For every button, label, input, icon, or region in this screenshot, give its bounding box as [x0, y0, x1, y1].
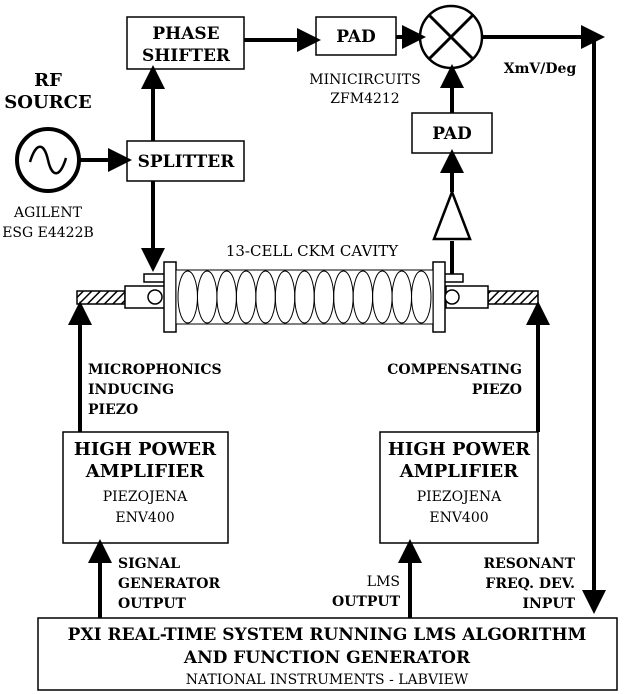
pad-right-label: PAD: [432, 124, 472, 144]
minicircuits-label-1: MINICIRCUITS: [309, 72, 420, 88]
lms-output-label-1: LMS: [367, 574, 400, 590]
rf-source-label-1: RF: [34, 70, 62, 91]
cavity-label: 13-CELL CKM CAVITY: [226, 242, 399, 260]
pxi-title-1: PXI REAL-TIME SYSTEM RUNNING LMS ALGORIT…: [68, 625, 587, 645]
agilent-label-1: AGILENT: [13, 205, 83, 221]
pxi-title-2: AND FUNCTION GENERATOR: [183, 648, 471, 668]
phase-shifter-label-2: SHIFTER: [142, 46, 231, 66]
phase-shifter-label-1: PHASE: [152, 24, 219, 44]
pxi-block: PXI REAL-TIME SYSTEM RUNNING LMS ALGORIT…: [37, 617, 618, 691]
mic-piezo-label-3: PIEZO: [88, 402, 138, 418]
amp-right-title-1: HIGH POWER: [388, 439, 531, 460]
comp-piezo-label-2: PIEZO: [472, 382, 522, 398]
rf-source: RF SOURCE AGILENT ESG E4422B: [2, 70, 94, 241]
pad-right-block: PAD: [411, 112, 493, 154]
amp-left-sub-1: PIEZOJENA: [103, 489, 188, 505]
mic-piezo-label-2: INDUCING: [88, 382, 174, 398]
amp-left-sub-2: ENV400: [115, 510, 174, 526]
agilent-label-2: ESG E4422B: [2, 225, 94, 241]
amp-left-title-2: AMPLIFIER: [85, 461, 205, 482]
bellows-cavity-icon: [76, 261, 539, 333]
sig-gen-label-1: SIGNAL: [118, 556, 180, 572]
amp-right-sub-2: ENV400: [429, 510, 488, 526]
comp-piezo-label-1: COMPENSATING: [387, 362, 522, 378]
phase-shifter-block: PHASE SHIFTER: [126, 16, 245, 70]
splitter-block: SPLITTER: [126, 140, 245, 182]
splitter-label: SPLITTER: [138, 152, 236, 172]
mic-piezo-label-1: MICROPHONICS: [88, 362, 222, 378]
pad-top-label: PAD: [336, 27, 376, 47]
lms-output-label-2: OUTPUT: [332, 594, 401, 610]
pad-top-block: PAD: [315, 16, 397, 56]
cavity-cell: [411, 270, 432, 324]
mixer-x-circle-icon: [418, 4, 484, 70]
sine-wave-source-icon: [15, 127, 81, 193]
resonant-label-2: FREQ. DEV.: [485, 576, 575, 592]
cavity-cells: [177, 270, 432, 324]
signal-arrows: [68, 25, 606, 618]
pxi-sub: NATIONAL INSTRUMENTS - LABVIEW: [186, 672, 469, 688]
rf-source-label-2: SOURCE: [4, 92, 91, 113]
amp-right-sub-1: PIEZOJENA: [417, 489, 502, 505]
minicircuits-label-2: ZFM4212: [330, 91, 399, 107]
amp-right-title-2: AMPLIFIER: [399, 461, 519, 482]
resonant-label-1: RESONANT: [484, 556, 576, 572]
amp-left-title-1: HIGH POWER: [74, 439, 217, 460]
resonant-label-3: INPUT: [523, 596, 576, 612]
amp-right-block: HIGH POWER AMPLIFIER PIEZOJENA ENV400: [379, 431, 539, 544]
sig-gen-label-2: GENERATOR: [118, 576, 220, 592]
triangle-amplifier-icon: [432, 188, 472, 241]
amp-left-block: HIGH POWER AMPLIFIER PIEZOJENA ENV400: [62, 431, 229, 544]
sig-gen-label-3: OUTPUT: [118, 596, 187, 612]
mixer-output-label: XmV/Deg: [504, 61, 577, 77]
